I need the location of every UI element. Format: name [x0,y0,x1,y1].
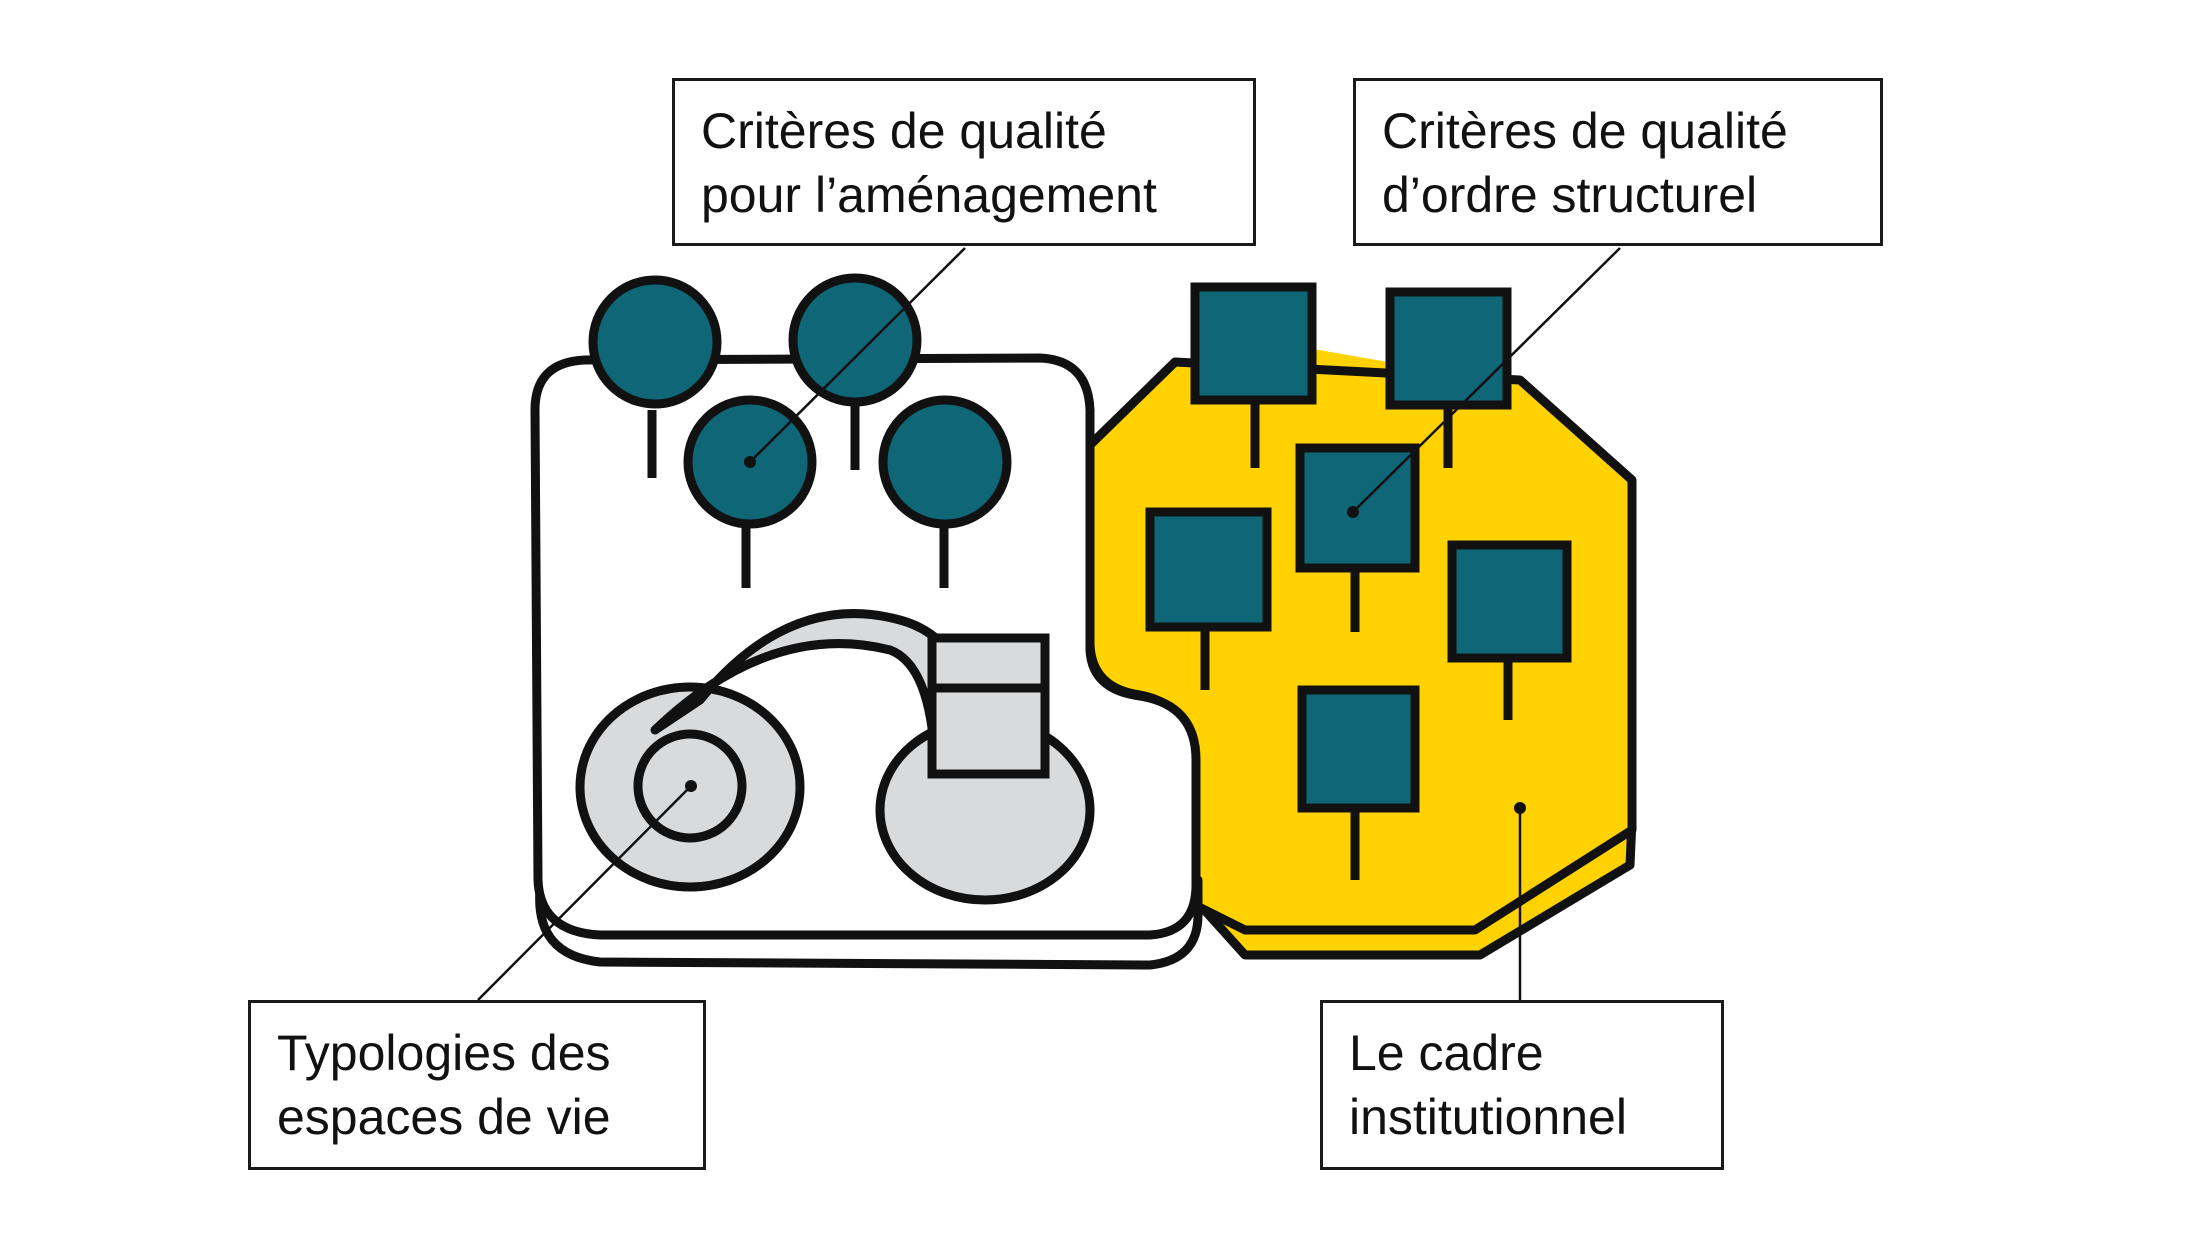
sign-panel [1190,282,1317,405]
label-text: Critères de qualité [1382,103,1788,159]
label-typologies-espaces: Typologies des espaces de vie [248,1000,706,1170]
label-text: Le cadre [1349,1025,1544,1081]
label-text: institutionnel [1349,1089,1627,1145]
sign-panel [1447,540,1572,663]
sign-panel [1297,685,1420,813]
label-text: espaces de vie [277,1089,611,1145]
sign-panel [1145,507,1272,632]
leader-structurel [1352,247,1621,513]
tree-canopy [878,395,1012,529]
label-text: pour l’aménagement [701,167,1157,223]
tree-canopy [588,275,722,409]
label-text: Critères de qualité [701,103,1107,159]
leader-dot [744,456,756,468]
label-text: d’ordre structurel [1382,167,1758,223]
leader-amenagement [749,247,966,463]
label-criteres-amenagement: Critères de qualité pour l’aménagement [672,78,1256,246]
tree-canopy [788,273,922,407]
label-cadre-institutionnel: Le cadre institutionnel [1320,1000,1724,1170]
building-block-bottom [927,677,1050,779]
leader-typologies [477,785,692,1001]
leader-dot [1514,802,1526,814]
leader-lines [477,247,1621,1001]
building-block-top [927,633,1050,693]
label-criteres-structurel: Critères de qualité d’ordre structurel [1353,78,1883,246]
label-text: Typologies des [277,1025,611,1081]
leader-dot [1347,506,1359,518]
leader-dot [685,780,697,792]
grey-living-spaces [575,609,1095,905]
sign-panel [1385,287,1512,410]
